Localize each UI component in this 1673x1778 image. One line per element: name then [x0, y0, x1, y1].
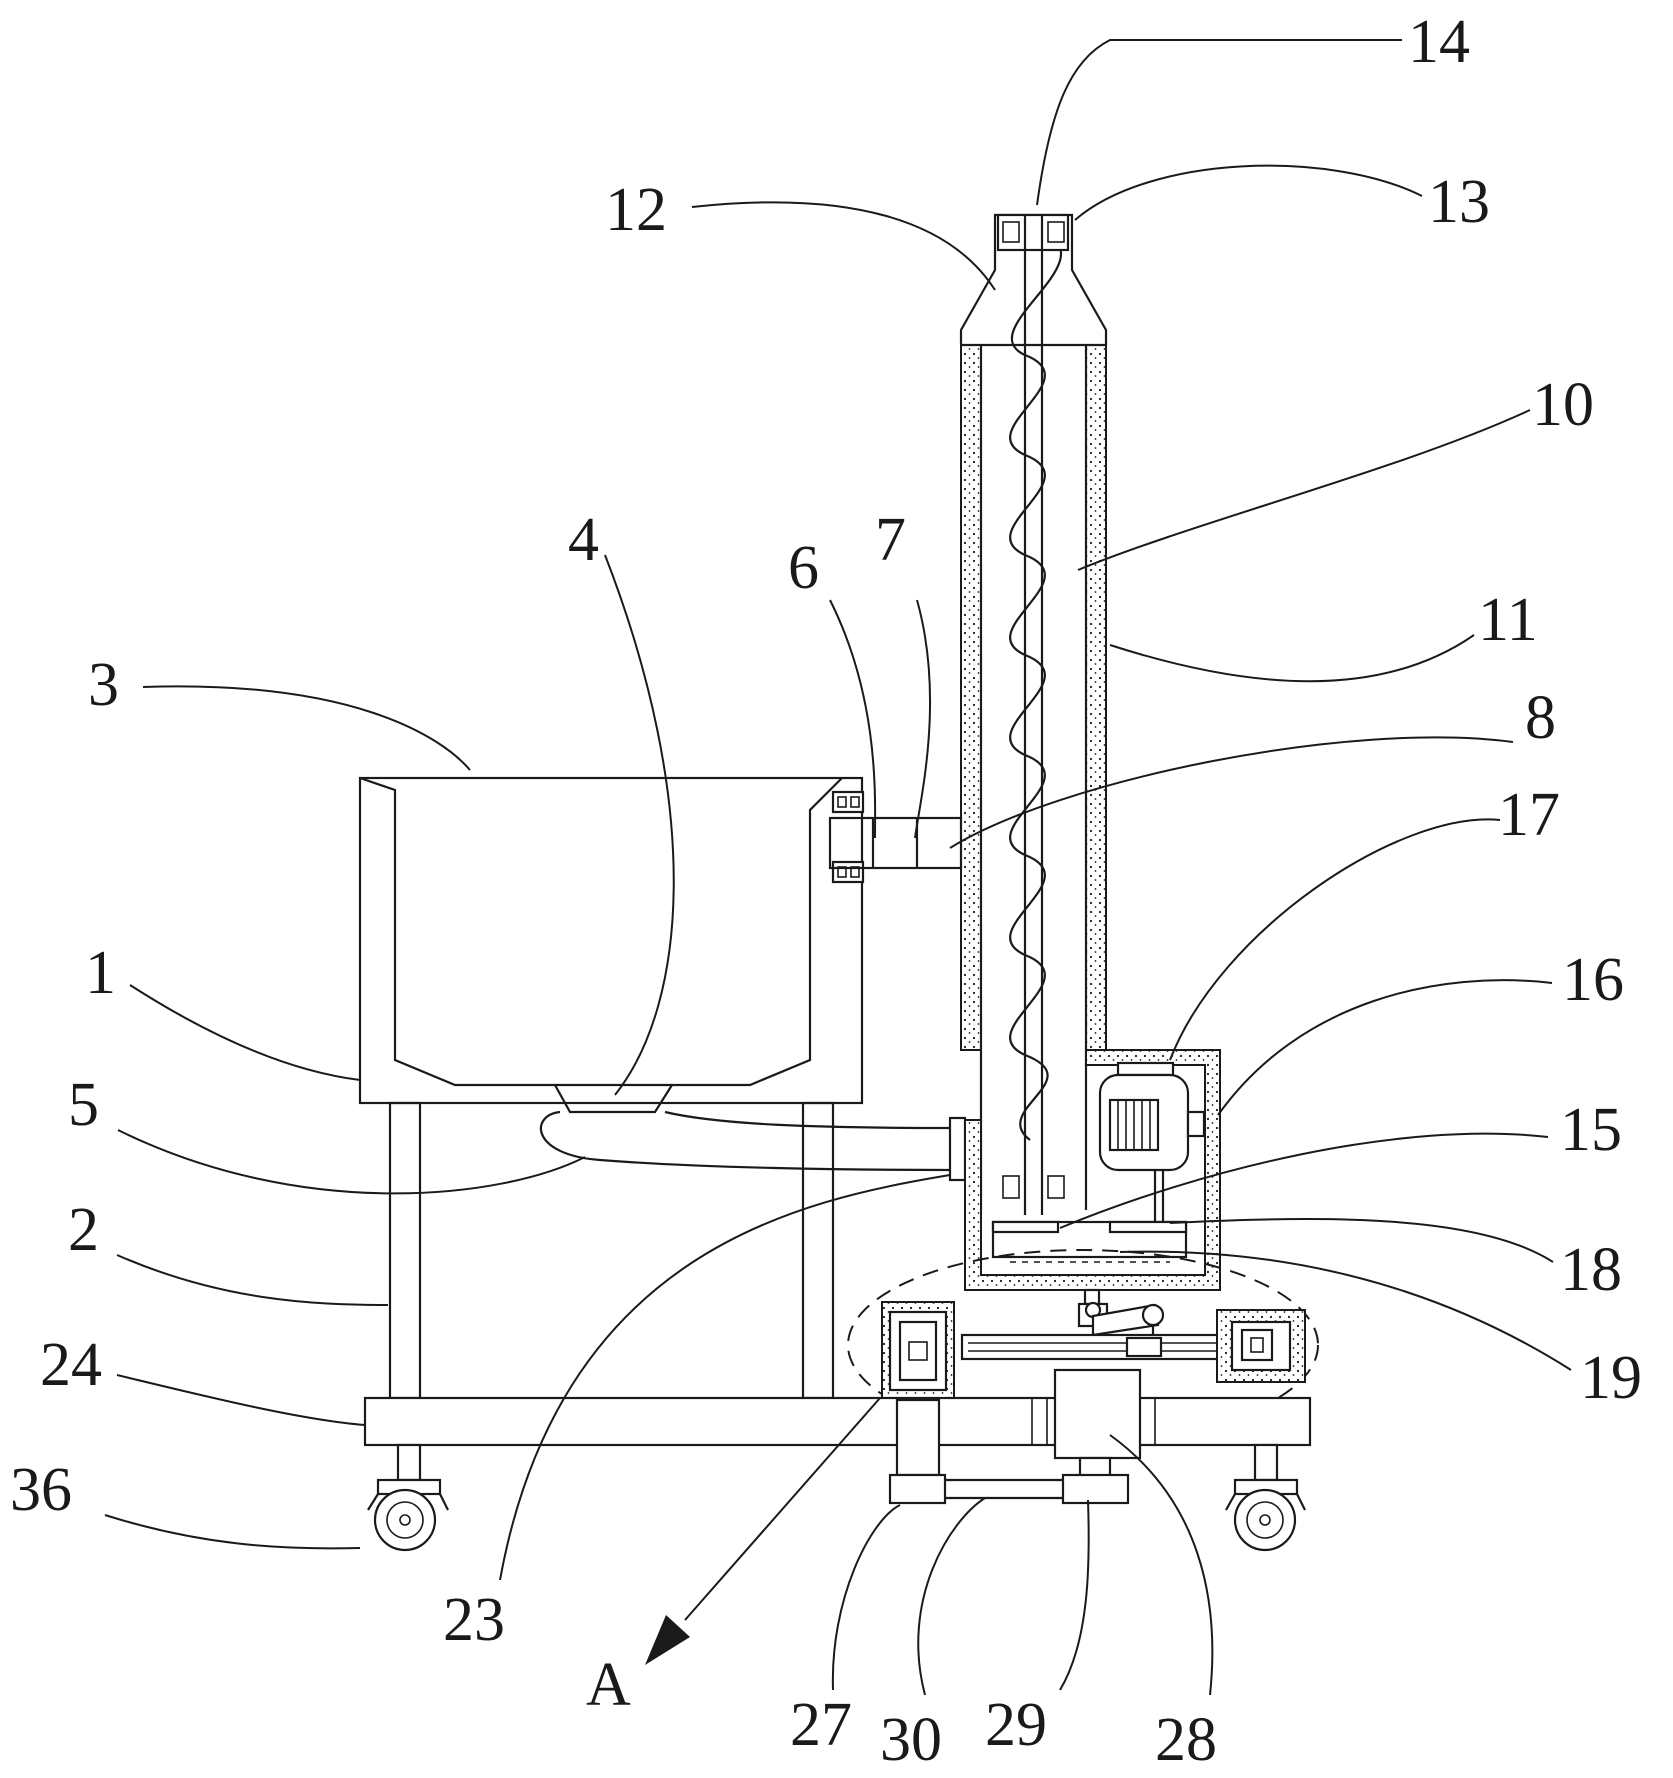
label-2: 2: [68, 1196, 99, 1264]
frame-leg-right: [801, 1101, 835, 1400]
screw-helix: [1009, 230, 1063, 1141]
label-A: A: [586, 1651, 631, 1719]
pulley-right: [1061, 1473, 1130, 1505]
belt-drive: [888, 1473, 1130, 1505]
label-28: 28: [1155, 1706, 1217, 1774]
crank-arm: [1091, 1303, 1160, 1337]
frame-leg-left: [388, 1101, 422, 1400]
column-wall-right: [1085, 344, 1107, 1051]
reference-labels: 14 13 12 10 11 8 17 16 15 18 19 3 4 6 7 …: [10, 8, 1642, 1774]
label-4: 4: [568, 506, 599, 574]
label-7: 7: [875, 506, 906, 574]
plate-15: [991, 1220, 1060, 1234]
return-pipe: [539, 1110, 967, 1182]
caster-left: [367, 1443, 449, 1552]
clamp-block-right: [1216, 1309, 1306, 1383]
label-17: 17: [1498, 781, 1560, 849]
feed-pipe-body: [828, 816, 963, 870]
label-6: 6: [788, 534, 819, 602]
section-arrow-a: [645, 1397, 881, 1665]
label-16: 16: [1562, 946, 1624, 1014]
base-platform: [363, 1368, 1312, 1482]
leader-lines: [104, 39, 1572, 1696]
caster-wheel-right: [1233, 1488, 1297, 1552]
center-post: [1053, 1368, 1142, 1460]
motor: [1098, 1073, 1206, 1225]
label-12: 12: [605, 176, 667, 244]
label-29: 29: [985, 1691, 1047, 1759]
support-frame: [388, 1101, 835, 1400]
caster-right: [1225, 1443, 1306, 1552]
label-18: 18: [1560, 1236, 1622, 1304]
label-11: 11: [1478, 586, 1538, 654]
base-plate: [363, 1396, 1312, 1447]
label-19: 19: [1580, 1344, 1642, 1412]
hopper-box: [358, 776, 864, 1105]
hopper-inner-liner: [359, 776, 843, 1087]
plate-18: [1108, 1220, 1188, 1234]
label-10: 10: [1532, 371, 1594, 439]
clamp-block-left: [881, 1301, 955, 1401]
return-pipe-upper: [664, 1110, 951, 1130]
motor-housing: [964, 1049, 1221, 1291]
pipe-flange: [948, 1116, 967, 1182]
column-wall-left: [960, 344, 982, 1051]
hopper: [358, 776, 864, 1114]
lead-screw: [960, 1333, 1229, 1361]
lower-bearing: [1002, 1175, 1065, 1199]
return-pipe-lower: [539, 1110, 951, 1172]
caster-wheel-left: [373, 1488, 437, 1552]
discharge-head: [959, 213, 1108, 345]
top-bearing: [996, 213, 1070, 252]
conveyor-column: [960, 225, 1107, 1215]
hopper-outlet: [554, 1084, 673, 1114]
feed-pipe: [828, 790, 963, 884]
label-13: 13: [1428, 168, 1490, 236]
label-30: 30: [880, 1706, 942, 1774]
pulley-left: [888, 1473, 947, 1505]
label-3: 3: [88, 651, 119, 719]
label-15: 15: [1560, 1096, 1622, 1164]
label-1: 1: [85, 939, 116, 1007]
label-24: 24: [40, 1331, 102, 1399]
label-8: 8: [1525, 684, 1556, 752]
label-23: 23: [443, 1586, 505, 1654]
label-27: 27: [790, 1691, 852, 1759]
label-14: 14: [1408, 8, 1470, 76]
label-5: 5: [68, 1071, 99, 1139]
label-36: 36: [10, 1456, 72, 1524]
